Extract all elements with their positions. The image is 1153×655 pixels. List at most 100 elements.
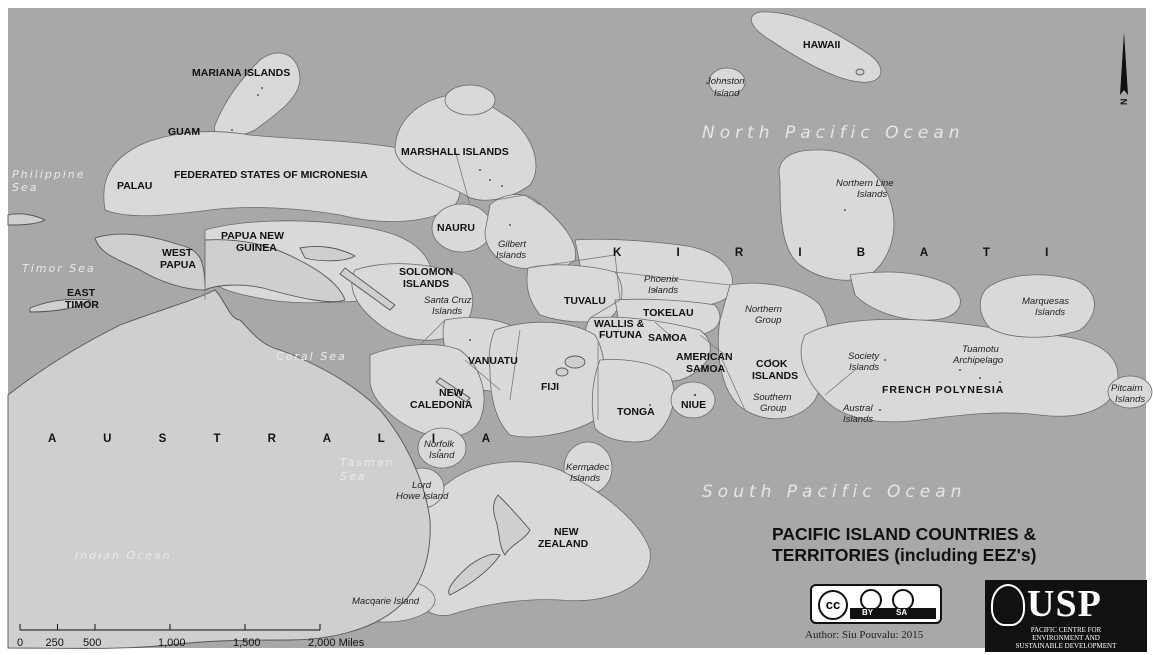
eez-pitcairn [1107,375,1153,409]
png-label-1: PAPUA NEW [221,230,284,242]
philippines-corner [7,213,47,226]
solomon-islands-label-1: SOLOMON [399,266,453,278]
land-masses [7,68,865,649]
solomon-chain [339,267,396,311]
solomon-islands-label-2: ISLANDS [403,278,449,290]
johnston-label-1: Johnston [705,76,745,87]
new-caledonia-label-1: NEW [439,387,464,399]
west-papua-label-2: PAPUA [160,259,196,271]
samoa-label: SAMOA [648,332,688,344]
norfolk-label-2: Island [429,450,455,461]
australia-landmass [7,289,431,649]
usp-sub-line-3: SUSTAINABLE DEVELOPMENT [1015,642,1117,650]
gilbert-label-2: Islands [496,250,526,261]
new-zealand-label-1: NEW [554,526,579,538]
new-zealand-label-2: ZEALAND [538,538,589,550]
johnston-label-2: Island [714,88,740,99]
american-samoa-label-1: AMERICAN [676,351,733,363]
mariana-islands-label: MARIANA ISLANDS [192,67,290,79]
fsm-label: FEDERATED STATES OF MICRONESIA [174,169,368,181]
tonga-label: TONGA [617,406,655,418]
new-britain [299,245,356,262]
east-timor-label-1: EAST [67,287,96,299]
guam-label: GUAM [168,126,200,138]
eez-marquesas [979,274,1095,338]
eez-cook [717,282,830,420]
tasman-sea-label-1: Tasman [340,456,394,469]
timor-sea-label: Timor Sea [22,262,96,275]
usp-sub-line-2: ENVIRONMENT AND [1032,634,1100,642]
northern-group-label-1: Northern [745,304,782,315]
by-label: BY [862,608,874,617]
american-samoa-label-2: SAMOA [686,363,726,375]
usp-logo-subtitle: PACIFIC CENTRE FOR ENVIRONMENT AND SUSTA… [991,626,1141,650]
hawaii-label: HAWAII [803,39,840,51]
eez-johnston [708,67,746,97]
santa-cruz-label-2: Islands [432,306,462,317]
north-pacific-label: North Pacific Ocean [702,123,965,143]
scale-tick-label: 250 [46,637,64,649]
norfolk-label-1: Norfolk [424,439,455,450]
cook-islands-label-2: ISLANDS [752,370,798,382]
author-credit: Author: Siu Pouvalu: 2015 [805,629,924,641]
wallis-futuna-label-1: WALLIS & [594,318,645,330]
coral-sea-label: Coral Sea [276,350,347,363]
palau-label: PALAU [117,180,152,192]
kiribati-label: K I R I B A T I [613,247,1074,259]
south-pacific-label: South Pacific Ocean [702,482,966,502]
gilbert-label-1: Gilbert [498,239,526,250]
eez-marshall [394,92,537,201]
tokelau-label: TOKELAU [643,307,694,319]
marshall-islands-label: MARSHALL ISLANDS [401,146,509,158]
society-label-2: Islands [849,362,879,373]
cc-license-badge[interactable]: cc BY SA [810,584,942,624]
map-title: PACIFIC ISLAND COUNTRIES & TERRITORIES (… [772,524,1152,566]
austral-label-1: Austral [842,403,873,414]
phoenix-label-1: Phoenix [644,274,680,285]
scale-tick-label: 500 [83,637,101,649]
scale-tick-label: 0 [17,637,23,649]
usp-emblem-icon [991,584,1025,626]
map-title-line-1: PACIFIC ISLAND COUNTRIES & [772,524,1037,544]
scale-tick-label: 1,000 [158,637,186,649]
santa-cruz-label-1: Santa Cruz [424,295,472,306]
north-arrow: N [1119,32,1129,105]
northern-line-label-1: Northern Line [836,178,894,189]
cook-islands-label-1: COOK [756,358,788,370]
usp-sub-line-1: PACIFIC CENTRE FOR [1030,626,1102,634]
map-title-line-2: TERRITORIES (including EEZ's) [772,545,1037,565]
tasman-sea-label-2: Sea [340,470,367,483]
eez-hawaii [750,11,882,83]
eez-fiji [488,321,605,438]
island-specks [231,79,1001,471]
timor-landmass [29,298,92,313]
new-caledonia-label-2: CALEDONIA [410,399,473,411]
niue-label: NIUE [681,399,706,411]
eez-niue [670,381,716,419]
west-papua-label-1: WEST [162,247,193,259]
png-label-2: GUINEA [236,242,277,254]
north-arrow-shape [1120,32,1128,95]
society-label-1: Society [848,351,880,362]
eez-tuvalu [526,264,623,323]
phoenix-label-2: Islands [648,285,678,296]
usp-logo-name: USP [1027,583,1102,625]
lord-howe-label-2: Howe Island [396,491,449,502]
indian-ocean-label: Indian Ocean [75,549,172,562]
southern-group-label-1: Southern [753,392,792,403]
eez-new-caledonia [369,344,485,438]
australia-label: A U S T R A L I A [48,433,512,445]
fiji-island-1 [564,355,586,369]
new-caledonia-island [435,377,471,403]
macquarie-label: Macqarie Island [352,596,420,607]
eez-wake [444,84,496,116]
northern-group-label-2: Group [755,315,781,326]
east-timor-label-2: TIMOR [65,299,99,311]
png-landmass [204,239,346,303]
nz-north-island [493,494,531,556]
pitcairn-label-2: Islands [1115,394,1145,405]
southern-group-label-2: Group [760,403,786,414]
fiji-label: FIJI [541,381,559,393]
